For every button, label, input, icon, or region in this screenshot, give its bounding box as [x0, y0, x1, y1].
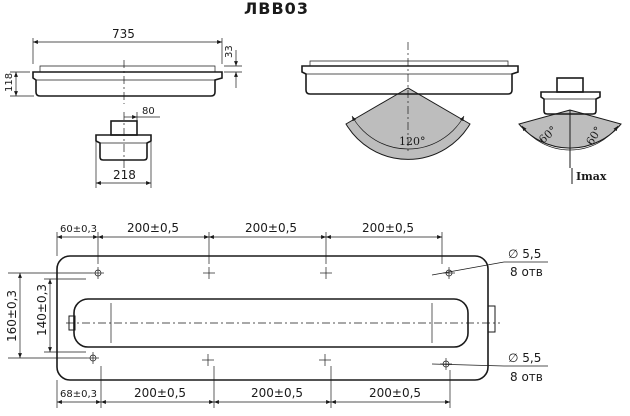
front-view: 735 118 33 [4, 27, 242, 104]
dim-pitch-bottom-3: 200±0,5 [369, 386, 421, 400]
dim-depth: 33 [224, 45, 235, 58]
longitudinal-cover [309, 60, 509, 66]
hole-bottom-count: 8 отв [510, 370, 543, 384]
leader-hole-bottom [431, 363, 505, 367]
dim-width: 218 [113, 168, 136, 182]
bottom-dimension-chain [56, 366, 451, 408]
dim-pitch-bottom-1: 200±0,5 [134, 386, 186, 400]
hole-top-count: 8 отв [510, 265, 543, 279]
front-view-body [32, 71, 223, 97]
dim-pitch-top-3: 200±0,5 [362, 221, 414, 235]
side-view-body [95, 134, 152, 161]
transverse-distribution: 60° 60° Imax [518, 77, 622, 184]
imax-label: Imax [576, 170, 607, 183]
plan-outer-contour [56, 255, 489, 381]
front-view-cover [39, 65, 216, 72]
side-view: 80 218 [95, 106, 160, 188]
longitudinal-body [301, 65, 519, 95]
dim-pitch-top-2: 200±0,5 [245, 221, 297, 235]
hole-top-diameter: ∅ 5,5 [508, 247, 541, 261]
drawing-title: ЛВВ03 [244, 0, 309, 18]
plan-end-cap-right [487, 305, 496, 333]
dim-inner-height: 140±0,3 [35, 284, 49, 336]
mounting-holes [87, 267, 455, 370]
vertical-dimensions [8, 272, 92, 359]
dim-outer-height: 160±0,3 [5, 290, 19, 342]
angle-arc-transverse [521, 125, 619, 151]
transverse-body [540, 91, 601, 115]
longitudinal-distribution: 120° [301, 42, 519, 160]
top-dimension-chain [56, 232, 443, 264]
leader-hole-top [431, 261, 505, 276]
hole-bottom-diameter: ∅ 5,5 [508, 351, 541, 365]
dim-pitch-bottom-2: 200±0,5 [251, 386, 303, 400]
dim-length: 735 [112, 27, 135, 41]
mounting-plan: 60±0,3 200±0,5 200±0,5 200±0,5 68±0,3 20… [5, 221, 548, 408]
angle-longitudinal: 120° [399, 135, 426, 148]
dim-pitch-top-1: 200±0,5 [127, 221, 179, 235]
dim-top-width: 80 [142, 106, 155, 117]
dim-bottom-offset: 68±0,3 [60, 389, 97, 400]
angle-arc-longitudinal [351, 115, 465, 150]
dim-top-offset: 60±0,3 [60, 224, 97, 235]
transverse-boss [556, 77, 584, 93]
dim-height: 118 [4, 73, 15, 92]
